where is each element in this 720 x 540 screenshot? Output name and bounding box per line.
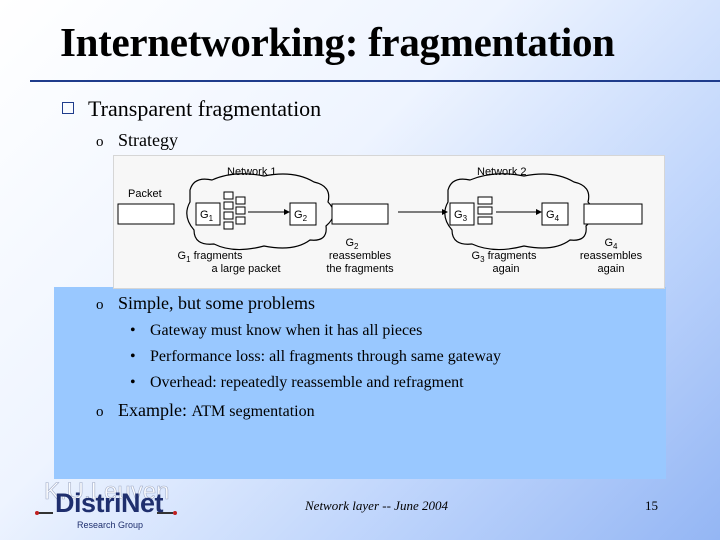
network1-cloud bbox=[186, 173, 335, 251]
circle-bullet-icon: o bbox=[96, 134, 104, 150]
svg-text:the fragments: the fragments bbox=[326, 263, 394, 275]
slide-title: Internetworking: fragmentation bbox=[60, 19, 615, 65]
page-number: 15 bbox=[645, 498, 658, 513]
svg-text:G3: G3 bbox=[454, 209, 468, 223]
caption-g1: G1 fragments bbox=[178, 250, 243, 264]
svg-text:again: again bbox=[493, 263, 520, 275]
title-divider bbox=[30, 80, 720, 82]
svg-text:a large packet: a large packet bbox=[211, 263, 280, 275]
bullet-transparent-fragmentation: Transparent fragmentation bbox=[62, 96, 321, 122]
gateway-g2 bbox=[289, 202, 317, 226]
gateway-g3 bbox=[449, 202, 475, 226]
kuleuven-watermark: K.U.Leuven bbox=[44, 478, 170, 506]
circle-bullet-icon: o bbox=[96, 404, 104, 420]
svg-text:again: again bbox=[598, 263, 625, 275]
problem-item: •Gateway must know when it has all piece… bbox=[130, 322, 423, 339]
network2-label: Network 2 bbox=[477, 166, 527, 178]
gateway-g1 bbox=[195, 202, 221, 226]
fragment-c bbox=[223, 211, 234, 220]
packet-box-3 bbox=[583, 203, 643, 225]
bullet-text: Transparent fragmentation bbox=[88, 96, 322, 121]
footer-text: Network layer -- June 2004 bbox=[305, 498, 448, 513]
dot-bullet-icon: • bbox=[130, 374, 136, 391]
sub-bullet-text: Simple, but some problems bbox=[118, 293, 315, 313]
svg-text:G2: G2 bbox=[294, 209, 308, 223]
fragment-d bbox=[223, 221, 234, 230]
highlight-panel bbox=[54, 287, 666, 479]
caption-g2-label: G2 bbox=[345, 237, 359, 251]
svg-text:G4: G4 bbox=[546, 209, 560, 223]
problem-item: •Overhead: repeatedly reassemble and ref… bbox=[130, 374, 464, 391]
caption-g4-label: G4 bbox=[604, 237, 618, 251]
fragment-f bbox=[235, 206, 246, 215]
gateway-g4 bbox=[541, 202, 569, 226]
network2-cloud bbox=[444, 173, 595, 251]
fragment-j bbox=[477, 216, 493, 225]
problem-item: •Performance loss: all fragments through… bbox=[130, 348, 501, 365]
sub-bullet-strategy: o Strategy bbox=[96, 130, 178, 151]
circle-bullet-icon: o bbox=[96, 297, 104, 313]
packet-label: Packet bbox=[128, 188, 162, 200]
sub-bullet-text: Strategy bbox=[118, 130, 178, 150]
fragmentation-diagram: Network 1 Network 2 Packet G1 G2 G3 G4 bbox=[113, 155, 665, 289]
fragment-e bbox=[235, 196, 246, 205]
svg-text:reassembles: reassembles bbox=[580, 250, 643, 262]
distrinet-logo: DistriNet Research Group bbox=[35, 488, 177, 532]
fragment-g bbox=[235, 216, 246, 225]
fragment-a bbox=[223, 191, 234, 200]
dot-bullet-icon: • bbox=[130, 348, 136, 365]
sub-bullet-simple: o Simple, but some problems bbox=[96, 293, 315, 314]
fragment-i bbox=[477, 206, 493, 215]
packet-box-1 bbox=[117, 203, 175, 225]
caption-g3: G3 fragments bbox=[472, 250, 537, 264]
fragment-h bbox=[477, 196, 493, 205]
svg-text:G1: G1 bbox=[200, 209, 214, 223]
dot-bullet-icon: • bbox=[130, 322, 136, 339]
fragment-b bbox=[223, 201, 234, 210]
packet-box-2 bbox=[331, 203, 389, 225]
network1-label: Network 1 bbox=[227, 166, 277, 178]
svg-text:reassembles: reassembles bbox=[329, 250, 392, 262]
square-bullet-icon bbox=[62, 102, 74, 114]
